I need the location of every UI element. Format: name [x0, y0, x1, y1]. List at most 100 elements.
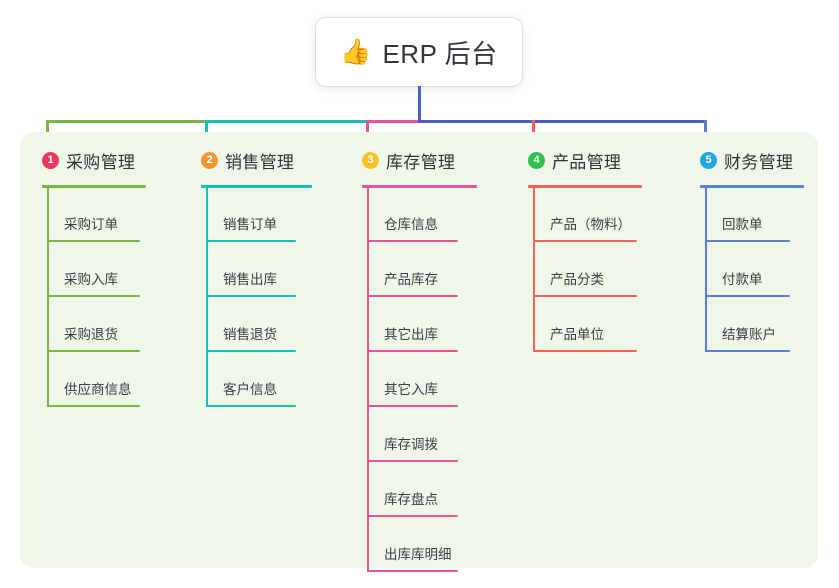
branch-badge-1: 1 — [42, 152, 59, 169]
leaf-node[interactable]: 产品（物料） — [528, 205, 638, 242]
branch-badge-4: 4 — [528, 152, 545, 169]
branch-title-2: 销售管理 — [225, 153, 295, 172]
thumbs-up-icon: 👍 — [340, 37, 372, 66]
branch-header-1[interactable]: 1 采购管理 — [42, 148, 135, 173]
drop-connector-2 — [205, 120, 208, 141]
branch-header-5[interactable]: 5 财务管理 — [700, 148, 793, 173]
branch-title-4: 产品管理 — [552, 153, 622, 172]
leaf-underline — [367, 240, 458, 242]
leaf-node[interactable]: 采购入库 — [42, 260, 141, 297]
leaf-node[interactable]: 其它入库 — [362, 370, 459, 407]
leaf-node[interactable]: 其它出库 — [362, 315, 459, 352]
leaf-node[interactable]: 产品单位 — [528, 315, 638, 352]
branch-underline-4 — [528, 185, 642, 188]
leaf-label: 采购订单 — [64, 217, 118, 232]
leaf-underline — [367, 460, 458, 462]
branch-title-1: 采购管理 — [66, 153, 136, 172]
leaf-underline — [367, 350, 458, 352]
branch-underline-3 — [362, 185, 477, 188]
leaf-node[interactable]: 结算账户 — [700, 315, 791, 352]
leaf-underline — [367, 295, 458, 297]
branch-spine-5 — [705, 188, 707, 352]
branch-header-3[interactable]: 3 库存管理 — [362, 148, 455, 173]
leaf-node[interactable]: 出库库明细 — [362, 535, 459, 572]
leaf-label: 结算账户 — [722, 327, 776, 342]
leaf-label: 供应商信息 — [64, 382, 132, 397]
leaf-label: 其它出库 — [384, 327, 438, 342]
branch-spine-1 — [47, 188, 49, 407]
leaf-underline — [47, 405, 140, 407]
leaf-underline — [705, 295, 790, 297]
leaf-label: 出库库明细 — [384, 547, 452, 562]
leaf-label: 付款单 — [722, 272, 763, 287]
leaf-node[interactable]: 库存调拨 — [362, 425, 459, 462]
leaf-label: 产品（物料） — [550, 217, 631, 232]
leaf-node[interactable]: 采购退货 — [42, 315, 141, 352]
drop-connector-5 — [704, 120, 707, 141]
leaf-label: 产品分类 — [550, 272, 604, 287]
leaf-node[interactable]: 客户信息 — [201, 370, 297, 407]
branch-underline-2 — [201, 185, 312, 188]
leaf-label: 仓库信息 — [384, 217, 438, 232]
leaf-node[interactable]: 付款单 — [700, 260, 791, 297]
leaf-underline — [47, 240, 140, 242]
branch-spine-2 — [206, 188, 208, 407]
leaf-underline — [206, 240, 296, 242]
leaf-underline — [533, 350, 637, 352]
leaf-underline — [367, 405, 458, 407]
leaf-label: 销售出库 — [223, 272, 277, 287]
leaf-node[interactable]: 供应商信息 — [42, 370, 141, 407]
leaf-node[interactable]: 仓库信息 — [362, 205, 459, 242]
leaf-node[interactable]: 库存盘点 — [362, 480, 459, 517]
drop-connector-3 — [366, 120, 369, 141]
drop-connector-4 — [532, 120, 535, 141]
root-node-card[interactable]: 👍 ERP 后台 — [316, 18, 522, 86]
branch-badge-2: 2 — [201, 152, 218, 169]
leaf-underline — [705, 240, 790, 242]
leaf-label: 其它入库 — [384, 382, 438, 397]
branch-badge-3: 3 — [362, 152, 379, 169]
leaf-underline — [206, 295, 296, 297]
leaf-label: 客户信息 — [223, 382, 277, 397]
leaf-underline — [705, 350, 790, 352]
bar-segment-1 — [46, 120, 206, 123]
branch-title-5: 财务管理 — [724, 153, 794, 172]
leaf-node[interactable]: 销售出库 — [201, 260, 297, 297]
bar-segment-2 — [205, 120, 367, 123]
drop-connector-1 — [46, 120, 49, 141]
leaf-label: 库存调拨 — [384, 437, 438, 452]
branch-header-4[interactable]: 4 产品管理 — [528, 148, 621, 173]
bar-segment-4 — [418, 120, 707, 123]
bar-segment-3 — [366, 120, 420, 123]
leaf-underline — [206, 405, 296, 407]
branch-header-2[interactable]: 2 销售管理 — [201, 148, 294, 173]
leaf-node[interactable]: 产品库存 — [362, 260, 459, 297]
leaf-underline — [367, 570, 458, 572]
leaf-underline — [533, 295, 637, 297]
leaf-node[interactable]: 销售退货 — [201, 315, 297, 352]
leaf-label: 产品单位 — [550, 327, 604, 342]
root-node-content: 👍 ERP 后台 — [340, 34, 497, 71]
leaf-underline — [47, 350, 140, 352]
leaf-label: 采购退货 — [64, 327, 118, 342]
leaf-label: 库存盘点 — [384, 492, 438, 507]
leaf-underline — [533, 240, 637, 242]
leaf-label: 回款单 — [722, 217, 763, 232]
leaf-label: 销售订单 — [223, 217, 277, 232]
leaf-label: 销售退货 — [223, 327, 277, 342]
leaf-node[interactable]: 产品分类 — [528, 260, 638, 297]
leaf-underline — [367, 515, 458, 517]
leaf-label: 采购入库 — [64, 272, 118, 287]
leaf-label: 产品库存 — [384, 272, 438, 287]
leaf-node[interactable]: 销售订单 — [201, 205, 297, 242]
leaf-node[interactable]: 采购订单 — [42, 205, 141, 242]
branch-badge-5: 5 — [700, 152, 717, 169]
branch-spine-4 — [533, 188, 535, 352]
branch-title-3: 库存管理 — [386, 153, 456, 172]
leaf-underline — [206, 350, 296, 352]
root-node-title: ERP 后台 — [382, 38, 498, 69]
branch-underline-5 — [700, 185, 804, 188]
leaf-node[interactable]: 回款单 — [700, 205, 791, 242]
branch-underline-1 — [42, 185, 146, 188]
